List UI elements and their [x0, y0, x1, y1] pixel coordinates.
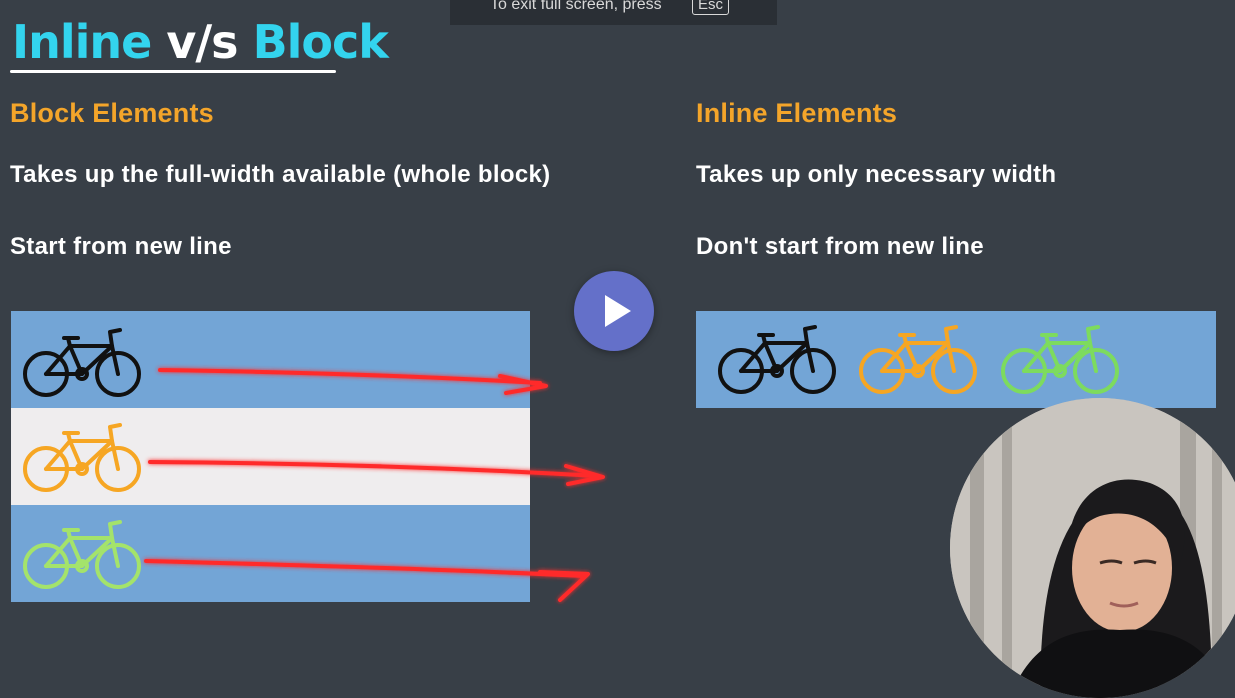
title-inline: Inline — [12, 15, 152, 69]
block-elements-heading: Block Elements — [10, 98, 214, 128]
orange-bicycle-icon — [23, 423, 141, 492]
title-block: Block — [252, 15, 389, 69]
title-underline — [10, 70, 336, 73]
title-vs: v/s — [166, 15, 238, 69]
block-demo-diagram — [11, 311, 530, 602]
inline-point-newline: Don't start from new line — [696, 233, 984, 260]
play-icon — [605, 295, 631, 327]
inline-green-bicycle-icon — [1001, 325, 1119, 394]
slide-title: Inline v/s Block — [12, 14, 389, 70]
presenter-avatar — [950, 398, 1235, 698]
presenter-webcam — [950, 398, 1235, 698]
inline-black-bicycle-icon — [718, 325, 836, 394]
esc-key-hint: Esc — [692, 0, 730, 15]
toast-message: To exit full screen, press — [490, 0, 662, 13]
fullscreen-toast: To exit full screen, press Esc — [450, 0, 777, 25]
inline-orange-bicycle-icon — [859, 325, 977, 394]
inline-point-width: Takes up only necessary width — [696, 161, 1057, 188]
block-point-newline: Start from new line — [10, 233, 232, 260]
block-point-width: Takes up the full-width available (whole… — [10, 161, 551, 188]
play-button[interactable] — [574, 271, 654, 351]
black-bicycle-icon — [23, 328, 141, 397]
green-bicycle-icon — [23, 520, 141, 589]
inline-elements-heading: Inline Elements — [696, 98, 898, 128]
